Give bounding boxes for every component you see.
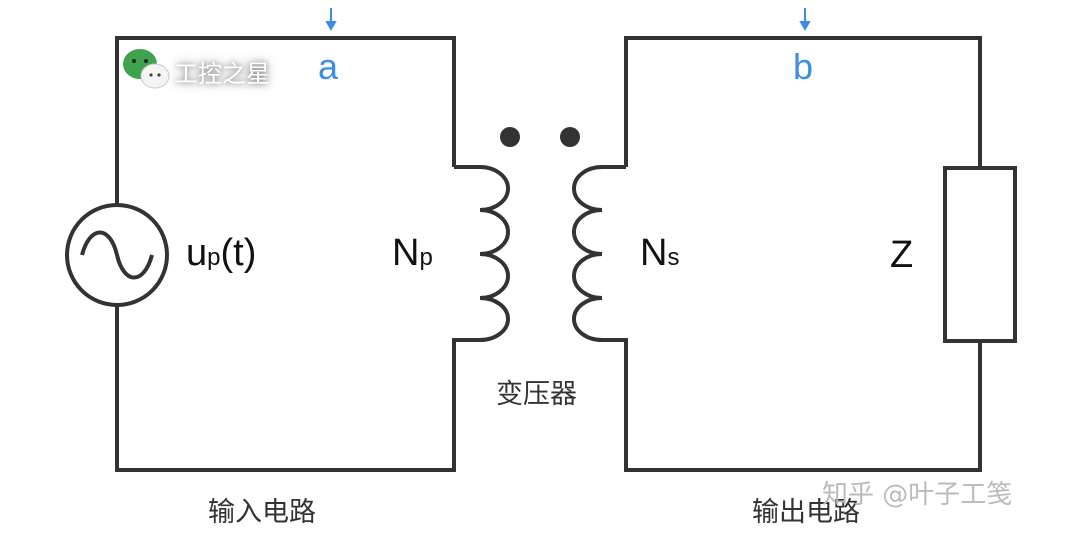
primary-coil bbox=[479, 165, 510, 342]
source-label-tail: (t) bbox=[220, 232, 257, 274]
node-a-label: a bbox=[318, 46, 339, 87]
primary-label-main: N bbox=[392, 232, 420, 274]
input-circuit-wire bbox=[115, 36, 480, 472]
source-label: up(t) bbox=[186, 232, 256, 275]
node-b-label: b bbox=[793, 46, 814, 87]
logo-watermark: 工控之星 bbox=[174, 60, 270, 88]
ac-source bbox=[65, 203, 169, 307]
secondary-label-main: N bbox=[640, 232, 668, 274]
output-circuit-wire bbox=[602, 36, 982, 472]
load-impedance bbox=[943, 166, 1017, 343]
output-circuit-label: 输出电路 bbox=[752, 497, 860, 528]
transformer-label: 变压器 bbox=[496, 379, 577, 410]
footer-watermark: 知乎 @叶子工笺 bbox=[822, 480, 1013, 510]
primary-label-sub: p bbox=[419, 244, 433, 271]
secondary-label-sub: s bbox=[667, 244, 680, 271]
wechat-logo-icon bbox=[123, 49, 170, 89]
secondary-coil bbox=[572, 165, 603, 342]
primary-dot bbox=[500, 127, 520, 147]
primary-turns-label: Np bbox=[392, 232, 433, 275]
source-label-sub: p bbox=[207, 244, 221, 271]
source-label-main: u bbox=[186, 232, 208, 274]
input-circuit-label: 输入电路 bbox=[208, 497, 316, 528]
secondary-turns-label: Ns bbox=[640, 232, 679, 275]
secondary-dot bbox=[560, 127, 580, 147]
sine-wave-icon bbox=[80, 230, 154, 280]
load-label: Z bbox=[890, 234, 914, 276]
